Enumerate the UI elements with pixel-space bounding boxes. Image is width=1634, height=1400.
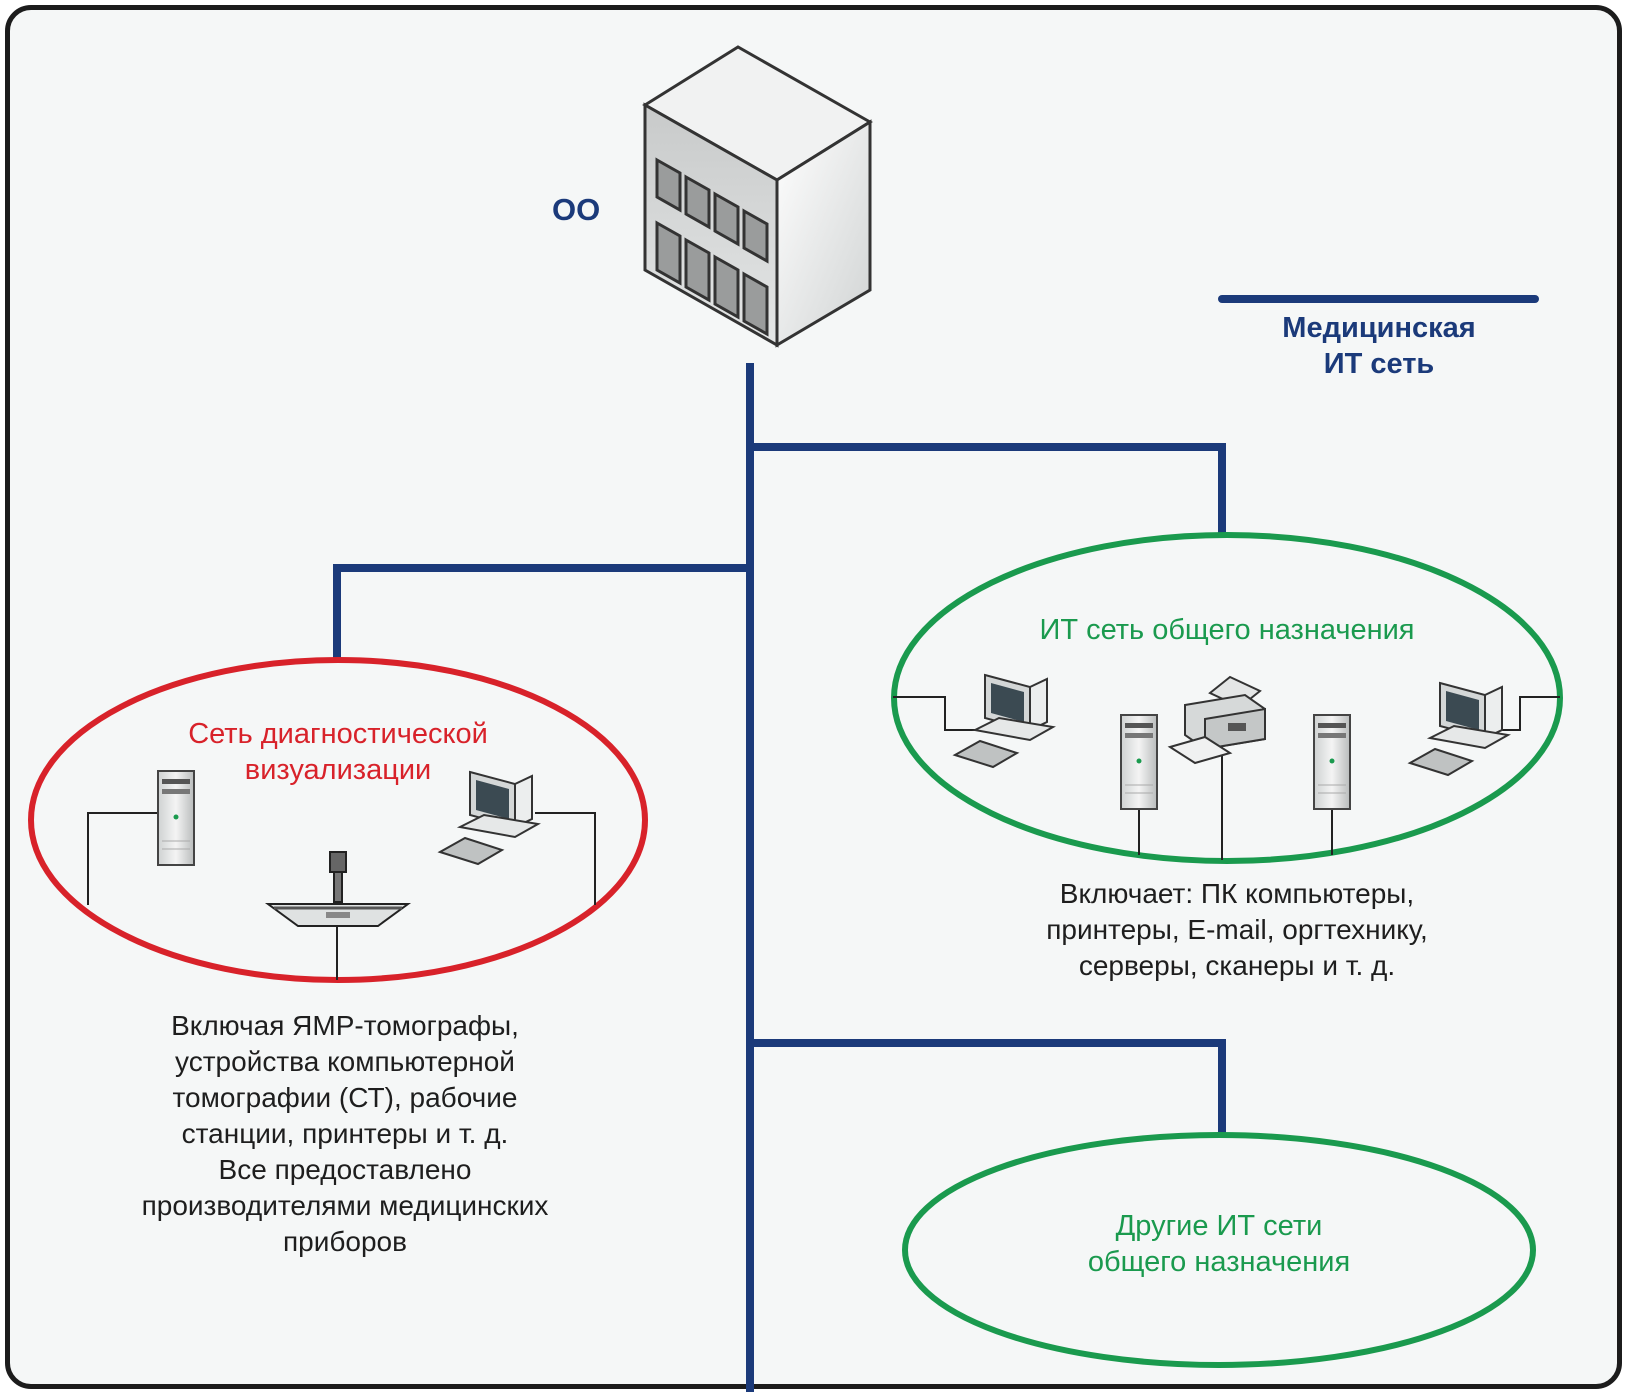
description-line: томографии (СТ), рабочие xyxy=(172,1082,518,1113)
workstation-icon xyxy=(437,770,541,866)
other-networks-title-line-2: общего назначения xyxy=(1087,1246,1351,1278)
general-network-title: ИТ сеть общего назначения xyxy=(1039,614,1415,646)
description-line: принтеры, E-mail, оргтехнику, xyxy=(1046,914,1428,945)
other-networks-title: Другие ИТ сети общего назначения xyxy=(1019,1208,1419,1280)
diagnostic-connectors xyxy=(87,812,596,980)
diagnostic-network-title-line-2: визуализации xyxy=(244,754,432,786)
branch-to-diagnostic-network xyxy=(333,564,750,660)
legend-label: Медицинская ИТ сеть xyxy=(1232,310,1526,382)
workstation-icon xyxy=(952,673,1056,769)
mri-scanner-icon xyxy=(264,851,412,927)
legend-label-line-1: Медицинская xyxy=(1282,312,1476,344)
diagnostic-network-title: Сеть диагностической визуализации xyxy=(138,716,538,788)
description-line: станции, принтеры и т. д. xyxy=(181,1118,509,1149)
description-line: устройства компьютерной xyxy=(175,1046,515,1077)
description-line: Включает: ПК компьютеры, xyxy=(1059,878,1415,909)
branch-to-other-networks xyxy=(750,1039,1226,1135)
other-networks-ellipse xyxy=(902,1132,1536,1368)
general-network-description: Включает: ПК компьютеры, принтеры, E-mai… xyxy=(977,876,1497,984)
building-icon xyxy=(642,45,873,348)
diagnostic-network-description: Включая ЯМР-томографы, устройства компью… xyxy=(90,1008,600,1260)
description-line: приборов xyxy=(282,1226,407,1257)
building-label: ОО xyxy=(552,192,601,227)
printer-icon xyxy=(1167,675,1266,765)
server-tower-icon xyxy=(157,770,195,866)
server-tower-icon xyxy=(1120,714,1158,810)
other-networks-title-line-1: Другие ИТ сети xyxy=(1115,1210,1323,1242)
description-line: Все предоставлено xyxy=(218,1154,472,1185)
branch-to-general-network xyxy=(750,443,1226,537)
general-connectors xyxy=(893,696,1560,860)
diagnostic-network-title-line-1: Сеть диагностической xyxy=(188,718,488,750)
workstation-icon xyxy=(1407,681,1511,777)
medical-network-lines xyxy=(333,363,1226,1392)
server-tower-icon xyxy=(1313,714,1351,810)
legend-label-line-2: ИТ сеть xyxy=(1323,348,1435,380)
description-line: Включая ЯМР-томографы, xyxy=(171,1010,519,1041)
description-line: серверы, сканеры и т. д. xyxy=(1078,950,1396,981)
description-line: производителями медицинских xyxy=(141,1190,549,1221)
